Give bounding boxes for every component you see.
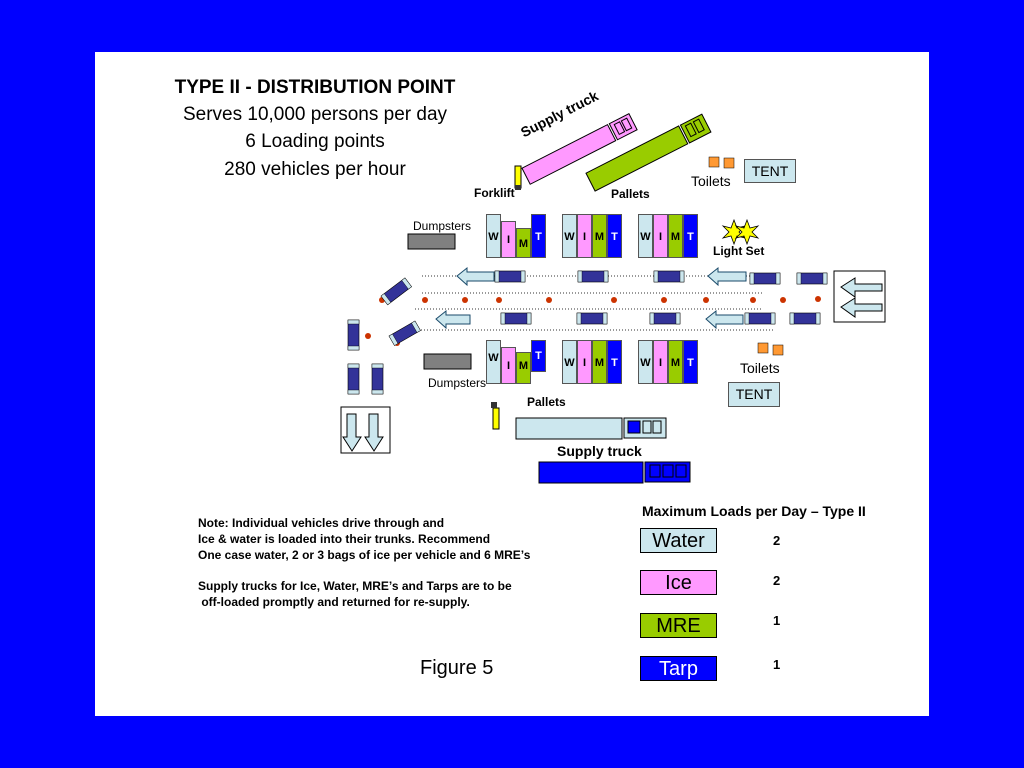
label-toilets-top: Toilets — [691, 173, 731, 189]
station-ice: I — [653, 340, 668, 384]
note-line: Note: Individual vehicles drive through … — [198, 516, 445, 530]
label-forklift: Forklift — [474, 186, 515, 200]
note-line: One case water, 2 or 3 bags of ice per v… — [198, 548, 531, 562]
supply-truck-top-green — [585, 113, 712, 192]
legend-mre-value: 1 — [773, 613, 781, 628]
station-tarp: T — [607, 340, 622, 384]
legend-ice: Ice — [640, 570, 717, 595]
car — [744, 312, 776, 325]
toilet-icon — [757, 342, 769, 354]
car — [577, 270, 609, 283]
toilet-icon — [772, 344, 784, 356]
station-tarp: T — [683, 214, 698, 258]
station-ice: I — [577, 340, 592, 384]
subtitle-loading-points: 6 Loading points — [245, 131, 385, 152]
station-water: W — [562, 214, 577, 258]
legend-water: Water — [640, 528, 717, 553]
forklift-icon-bottom — [491, 402, 500, 430]
car — [371, 363, 384, 395]
station-water: W — [638, 340, 653, 384]
traffic-cones — [365, 296, 821, 346]
car — [749, 272, 781, 285]
station-ice: I — [653, 214, 668, 258]
exit-arrow-icon — [340, 406, 391, 454]
car — [347, 319, 360, 351]
car — [500, 312, 532, 325]
light-set-icon — [721, 218, 760, 246]
label-light-set: Light Set — [713, 244, 765, 258]
car — [653, 270, 685, 283]
station-mre: M — [516, 228, 531, 258]
figure-label: Figure 5 — [420, 657, 494, 679]
tent-top: TENT — [744, 159, 796, 183]
tent-bottom: TENT — [728, 382, 780, 407]
toilet-icon — [723, 157, 735, 169]
note-line: off-loaded promptly and returned for re-… — [198, 595, 470, 609]
station-mre: M — [668, 340, 683, 384]
station-mre: M — [668, 214, 683, 258]
station-water: W — [486, 214, 501, 258]
legend-ice-value: 2 — [773, 573, 781, 588]
page-title: TYPE II - DISTRIBUTION POINT — [174, 77, 456, 98]
toilet-icon — [708, 156, 720, 168]
supply-truck-bottom-lightblue — [515, 417, 667, 440]
label-dumpsters-top: Dumpsters — [413, 219, 472, 233]
dumpster-bottom — [423, 353, 472, 370]
station-tarp: T — [683, 340, 698, 384]
vehicles — [347, 270, 828, 395]
station-ice: I — [501, 347, 516, 384]
legend-tarp-value: 1 — [773, 657, 781, 672]
station-tarp: T — [607, 214, 622, 258]
label-toilets-bottom: Toilets — [740, 360, 780, 376]
station-ice: I — [577, 214, 592, 258]
station-water: W — [562, 340, 577, 384]
car — [796, 272, 828, 285]
label-pallets-top: Pallets — [611, 187, 650, 201]
supply-truck-bottom-blue — [538, 461, 691, 484]
label-supply-truck-bottom: Supply truck — [557, 443, 642, 459]
station-tarp: T — [531, 340, 546, 372]
forklift-icon-top — [514, 165, 522, 190]
label-pallets-bottom: Pallets — [527, 395, 566, 409]
station-tarp: T — [531, 214, 546, 258]
car — [494, 270, 526, 283]
supply-truck-top-pink — [521, 113, 638, 185]
note-line: Supply trucks for Ice, Water, MRE’s and … — [198, 579, 512, 593]
legend-water-value: 2 — [773, 533, 781, 548]
station-mre: M — [516, 352, 531, 384]
car — [380, 277, 412, 306]
subtitle-capacity: Serves 10,000 persons per day — [182, 104, 448, 125]
direction-arrows — [435, 266, 747, 330]
max-loads-title: Maximum Loads per Day – Type II — [642, 503, 866, 519]
car — [789, 312, 821, 325]
station-mre: M — [592, 340, 607, 384]
station-ice: I — [501, 221, 516, 258]
dumpster-top — [407, 233, 456, 250]
car — [347, 363, 360, 395]
station-mre: M — [592, 214, 607, 258]
note-line: Ice & water is loaded into their trunks.… — [198, 532, 491, 546]
subtitle-vehicles: 280 vehicles per hour — [224, 159, 406, 180]
entry-arrow-icon — [833, 270, 886, 323]
legend-tarp: Tarp — [640, 656, 717, 681]
station-water: W — [486, 340, 501, 384]
legend-mre: MRE — [640, 613, 717, 638]
car — [576, 312, 608, 325]
station-water: W — [638, 214, 653, 258]
car — [649, 312, 681, 325]
label-dumpsters-bottom: Dumpsters — [428, 376, 487, 390]
car — [388, 320, 421, 346]
